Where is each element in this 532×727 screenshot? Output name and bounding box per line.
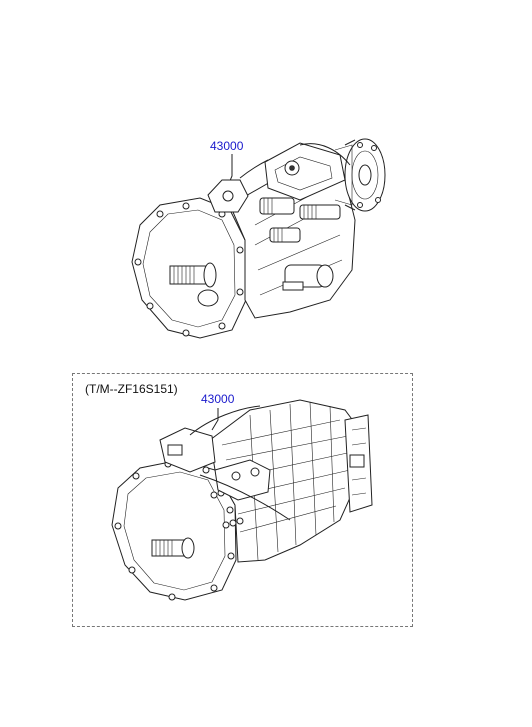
part-number-label-top[interactable]: 43000: [210, 139, 244, 153]
top-transmission-illustration: [131, 138, 386, 339]
variant-callout-box: [72, 373, 413, 627]
bottom-transmission-illustration: [111, 399, 373, 601]
part-number-label-bottom[interactable]: 43000: [201, 392, 235, 406]
variant-label: (T/M--ZF16S151): [85, 382, 178, 396]
